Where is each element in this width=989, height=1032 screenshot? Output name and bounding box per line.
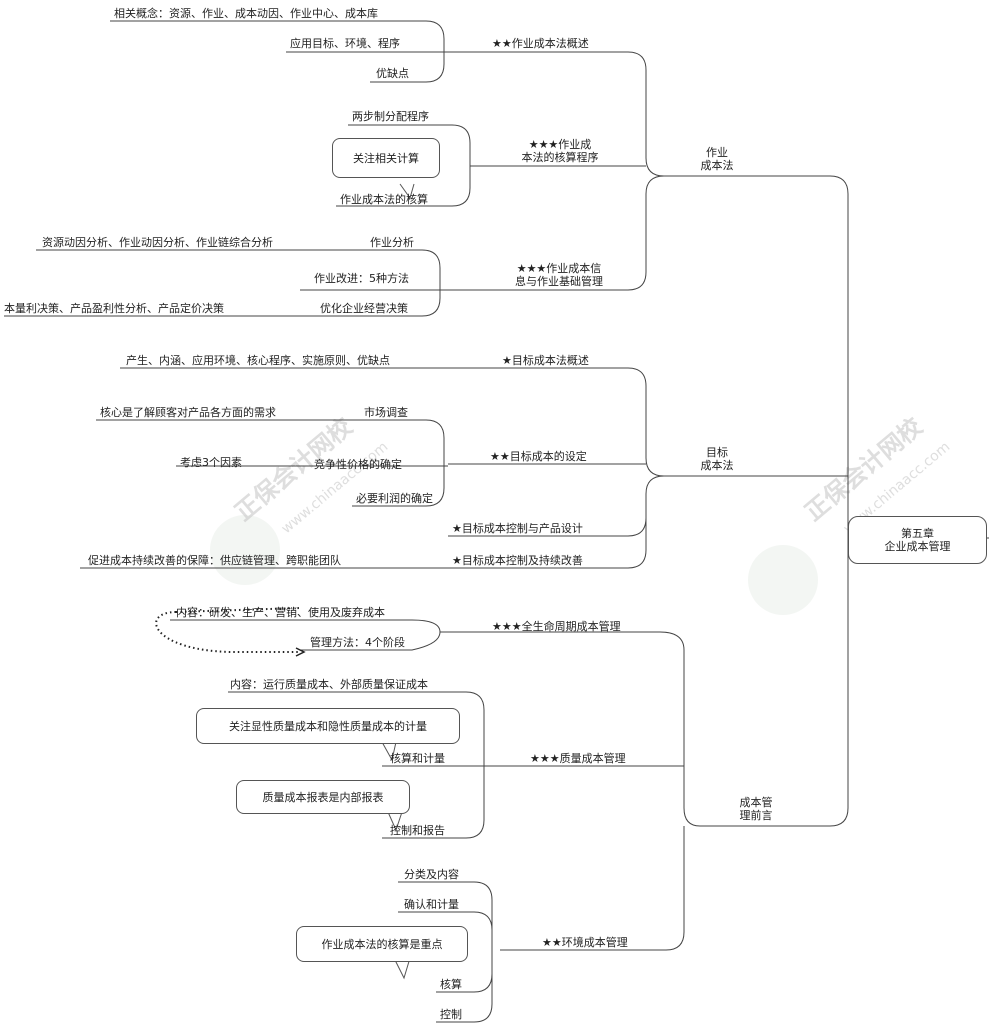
node-target-market-detail[interactable]: 核心是了解顾客对产品各方面的需求 [100, 406, 276, 419]
note-q-calc: 关注显性质量成本和隐性质量成本的计量 [196, 708, 460, 744]
node-abc-decision[interactable]: 优化企业经营决策 [320, 302, 408, 315]
node-lifecycle[interactable]: ★★★全生命周期成本管理 [492, 620, 621, 633]
node-target-design[interactable]: ★目标成本控制与产品设计 [452, 522, 583, 535]
node-abc-overview[interactable]: ★★作业成本法概述 [492, 37, 589, 50]
node-abc-pros[interactable]: 优缺点 [376, 67, 409, 80]
root-node[interactable]: 第五章 企业成本管理 [848, 516, 987, 564]
node-abc-concepts[interactable]: 相关概念：资源、作业、成本动因、作业中心、成本库 [114, 7, 378, 20]
node-target-improve[interactable]: ★目标成本控制及持续改善 [452, 554, 583, 567]
node-abc-analysis-detail[interactable]: 资源动因分析、作业动因分析、作业链综合分析 [42, 236, 273, 249]
node-env-control[interactable]: 控制 [440, 1008, 462, 1021]
node-abc[interactable]: 作业 成本法 [700, 146, 734, 172]
watermark-logo-right [748, 545, 818, 615]
node-abc-mgmt[interactable]: ★★★作业成本信 息与作业基础管理 [515, 262, 603, 288]
node-lc-content[interactable]: 内容：研发、生产、营销、使用及废弃成本 [176, 606, 385, 619]
node-quality[interactable]: ★★★质量成本管理 [530, 752, 626, 765]
node-env[interactable]: ★★环境成本管理 [542, 936, 628, 949]
node-env-class[interactable]: 分类及内容 [404, 868, 459, 881]
node-env-measure[interactable]: 确认和计量 [404, 898, 459, 911]
watermark-logo-left [210, 515, 280, 585]
node-target-price-detail[interactable]: 考虑3个因素 [180, 456, 242, 469]
node-target-overview-detail[interactable]: 产生、内涵、应用环境、核心程序、实施原则、优缺点 [126, 354, 390, 367]
note-q-report: 质量成本报表是内部报表 [236, 780, 410, 814]
node-q-content[interactable]: 内容：运行质量成本、外部质量保证成本 [230, 678, 428, 691]
node-q-calc[interactable]: 核算和计量 [390, 752, 445, 765]
note-abc-calc: 关注相关计算 [332, 138, 440, 178]
node-lc-method[interactable]: 管理方法：4个阶段 [310, 636, 405, 649]
node-abc-analysis[interactable]: 作业分析 [370, 236, 414, 249]
node-abc-decision-detail[interactable]: 本量利决策、产品盈利性分析、产品定价决策 [4, 302, 224, 315]
node-target-costing[interactable]: 目标 成本法 [700, 446, 734, 472]
node-target-profit[interactable]: 必要利润的确定 [356, 492, 433, 505]
node-abc-improve[interactable]: 作业改进：5种方法 [314, 272, 409, 285]
node-cost-frontier[interactable]: 成本管 理前言 [739, 796, 773, 822]
node-abc-two-step[interactable]: 两步制分配程序 [352, 110, 429, 123]
node-target-setting[interactable]: ★★目标成本的设定 [490, 450, 587, 463]
note-env-calc: 作业成本法的核算是重点 [296, 926, 468, 962]
node-abc-process[interactable]: ★★★作业成 本法的核算程序 [521, 138, 599, 164]
node-target-overview[interactable]: ★目标成本法概述 [502, 354, 589, 367]
node-target-market[interactable]: 市场调查 [364, 406, 408, 419]
root-title: 企业成本管理 [884, 540, 951, 553]
node-target-improve-detail[interactable]: 促进成本持续改善的保障：供应链管理、跨职能团队 [88, 554, 341, 567]
node-q-report[interactable]: 控制和报告 [390, 824, 445, 837]
node-target-price[interactable]: 竞争性价格的确定 [314, 458, 402, 471]
node-env-calc[interactable]: 核算 [440, 978, 462, 991]
node-abc-calc[interactable]: 作业成本法的核算 [340, 193, 428, 206]
node-abc-scope[interactable]: 应用目标、环境、程序 [290, 37, 400, 50]
root-chapter: 第五章 [901, 527, 934, 540]
